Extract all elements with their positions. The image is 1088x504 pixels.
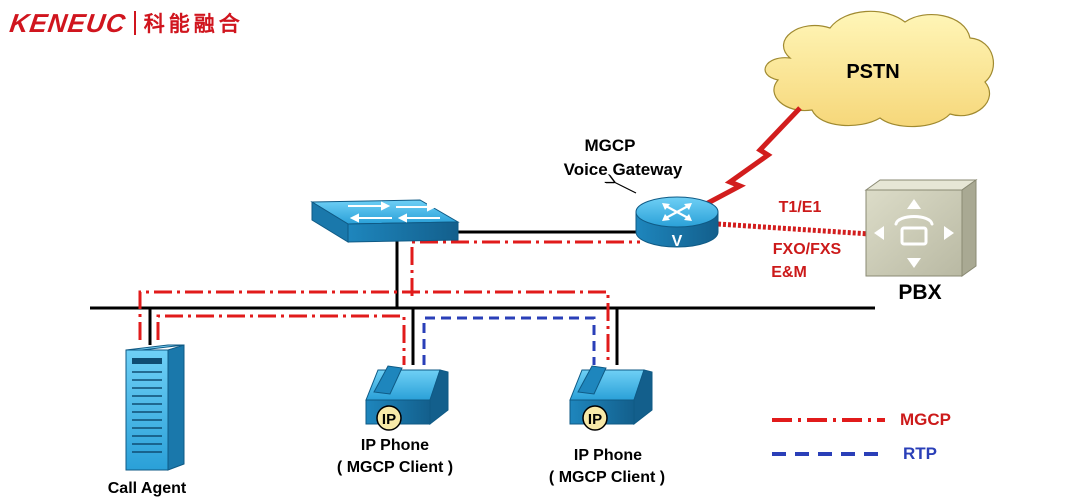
call-agent-server-icon xyxy=(125,344,185,471)
logo-chinese-text: 科能融合 xyxy=(143,12,244,36)
brand-logo: KENEUC 科能融合 xyxy=(8,8,244,38)
voice-gateway-router-icon: V xyxy=(635,196,719,250)
logo-divider xyxy=(133,11,136,35)
pstn-cloud xyxy=(764,10,994,128)
phone2-label-line1: IP Phone xyxy=(573,447,643,464)
ip-phone-1-icon: IP xyxy=(365,365,449,431)
legend-mgcp-label: MGCP xyxy=(900,410,951,429)
phone1-label-line1: IP Phone xyxy=(360,437,430,454)
telephone-handset-icon xyxy=(894,215,934,246)
ip-phone-2-icon: IP xyxy=(569,365,653,431)
ip-badge-1-text: IP xyxy=(382,411,396,428)
phone2-label-line2: ( MGCP Client ) xyxy=(548,469,666,486)
switch-icon xyxy=(310,199,460,243)
trunk-label-em: E&M xyxy=(771,264,807,281)
phone1-label-line2: ( MGCP Client ) xyxy=(336,459,454,476)
ip-badge-2 xyxy=(582,405,608,431)
mgcp-signal-paths xyxy=(138,240,640,365)
gateway-pointer-arrow xyxy=(614,182,637,194)
gateway-label-line2: Voice Gateway xyxy=(563,160,683,179)
pstn-link xyxy=(704,106,802,207)
gateway-pbx-trunk xyxy=(717,221,871,237)
legend-rtp-label: RTP xyxy=(903,444,937,463)
call-agent-label: Call Agent xyxy=(107,480,187,497)
gateway-label-line1: MGCP xyxy=(584,136,636,155)
ip-badge-1 xyxy=(376,405,402,431)
trunk-label-fxo-fxs: FXO/FXS xyxy=(772,241,842,258)
trunk-label-t1e1: T1/E1 xyxy=(778,199,822,216)
router-v-mark: V xyxy=(672,233,683,250)
pstn-label: PSTN xyxy=(846,61,900,83)
ip-badge-2-text: IP xyxy=(588,411,602,428)
pbx-icon xyxy=(864,179,978,277)
rtp-media-path xyxy=(422,316,596,365)
pbx-label: PBX xyxy=(898,281,942,304)
